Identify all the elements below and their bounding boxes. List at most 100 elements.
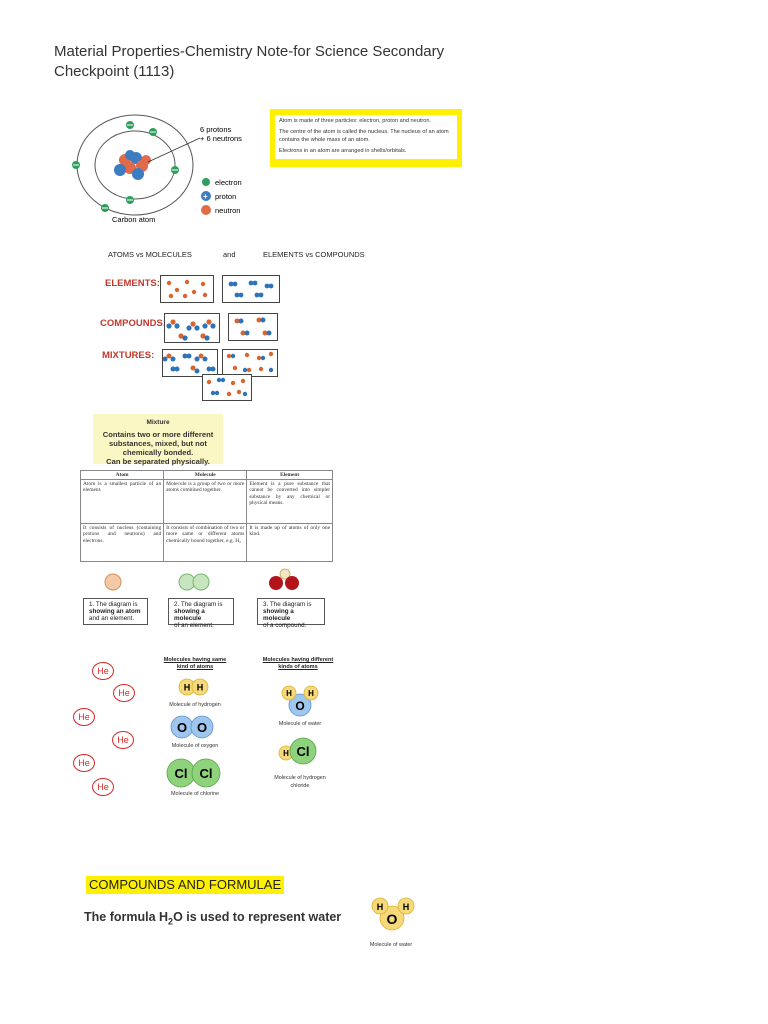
mixtures-box-1 — [162, 349, 218, 377]
mixture-line-4: Can be separated physically. — [106, 457, 210, 466]
atom-symbol: O — [177, 720, 187, 735]
legend-neutron: neutron — [215, 206, 240, 215]
compounds-formulae-heading: COMPOUNDS AND FORMULAE — [86, 876, 285, 894]
caption-line: of a compound. — [263, 622, 307, 629]
table-header: Molecule — [163, 470, 248, 480]
electrons — [72, 121, 179, 212]
atom-symbol: H — [184, 683, 191, 693]
atom-note-line-3: Electrons in an atom are arranged in she… — [279, 148, 407, 154]
different-atoms-heading: Molecules having different kinds of atom… — [262, 657, 334, 671]
mixture-line-1: Contains two or more different — [102, 430, 214, 439]
atom-note-line-1: Atom is made of three particles: electro… — [279, 118, 432, 124]
atom-symbol: Cl — [175, 766, 188, 781]
mixture-line-2: substances, mixed, but not — [109, 439, 207, 448]
label-compounds: COMPOUNDS: — [100, 318, 166, 329]
mixture-definition-box: Mixture Contains two or more different s… — [93, 414, 223, 466]
atom-symbol: H — [377, 902, 384, 912]
diagram-caption-2: 2. The diagram is showing a molecule of … — [168, 598, 234, 629]
compound-molecule-icon — [269, 568, 299, 590]
table-cell: Molecule is a group of two or more atoms… — [163, 479, 248, 524]
water-formula-text: The formula H2O is used to represent wat… — [84, 910, 341, 927]
table-cell: It consists of combination of two or mor… — [163, 523, 248, 562]
compounds-box-1 — [164, 313, 220, 343]
hcl-label: Molecule of hydrogen chloride — [264, 774, 336, 790]
water-molecule: O H H — [281, 685, 319, 717]
atom-symbol: O — [295, 699, 304, 713]
elements-box-red — [160, 275, 214, 303]
table-cell: Element is a pure substance that cannot … — [246, 479, 333, 524]
legend-neutron-icon — [201, 205, 211, 215]
table-cell: It is made up of atoms of only one kind. — [246, 523, 333, 562]
atom-symbol: O — [197, 720, 207, 735]
caption-line: showing an atom — [89, 608, 141, 615]
atom-symbol: Cl — [297, 744, 310, 759]
atom-note-box: Atom is made of three particles: electro… — [270, 109, 462, 167]
element-molecule-icon — [178, 573, 210, 591]
atom-molecule-element-table: Atom Molecule Element Atom is a smallest… — [79, 470, 333, 562]
formula-post: O is used to represent water — [173, 910, 342, 924]
diagram-caption-1: 1. The diagram is showing an atom and an… — [83, 598, 148, 625]
mixtures-box-2 — [222, 349, 278, 377]
label-mixtures: MIXTURES: — [102, 350, 155, 361]
atom-symbol: H — [283, 749, 289, 758]
proton-plus-symbol: + — [203, 192, 208, 201]
table-row: It consists of nucleus (containing proto… — [79, 523, 333, 562]
carbon-atom-diagram: 6 protons + 6 neutrons electron + proton… — [72, 114, 242, 224]
mixtures-box-3 — [202, 374, 252, 401]
helium-atom-icon: He — [113, 684, 135, 702]
subheading-elements-compounds: ELEMENTS vs COMPOUNDS — [263, 250, 365, 259]
elements-box-blue — [222, 275, 280, 303]
heading-line: kind of atoms — [176, 664, 214, 670]
same-atoms-heading: Molecules having same kind of atoms — [160, 657, 230, 671]
caption-line: of an element. — [174, 622, 214, 629]
heading-line: Molecules having different — [262, 657, 334, 663]
water-molecule-model: O H H — [371, 897, 415, 931]
title-line-1: Material Properties-Chemistry Note-for S… — [54, 43, 445, 60]
helium-atom-icon: He — [73, 708, 95, 726]
formula-pre: The formula H — [84, 910, 169, 924]
chlorine-label: Molecule of chlorine — [171, 791, 219, 797]
caption-line: 1. The diagram is — [89, 601, 138, 608]
heading-line: kinds of atoms — [278, 664, 318, 670]
caption-line: 3. The diagram is — [263, 601, 312, 608]
formula-subscript: 2 — [168, 916, 174, 927]
helium-atom-icon: He — [112, 731, 134, 749]
subheading-and: and — [223, 250, 236, 259]
hydrogen-chloride-molecule: H Cl — [278, 737, 317, 765]
atom-symbol: H — [197, 683, 204, 693]
legend-proton-icon — [201, 191, 211, 201]
atom-symbol: H — [286, 689, 292, 698]
table-cell: It consists of nucleus (containing proto… — [79, 523, 165, 562]
title-line-2: Checkpoint (1113) — [54, 63, 175, 80]
nucleus — [114, 150, 151, 180]
caption-line: showing a molecule — [174, 608, 205, 622]
table-row: Atom is a smallest particle of an elemen… — [79, 479, 333, 524]
table-header-row: Atom Molecule Element — [79, 470, 333, 480]
table-cell: Atom is a smallest particle of an elemen… — [79, 479, 165, 524]
table-header: Element — [246, 470, 333, 480]
compounds-box-2 — [228, 313, 278, 341]
caption-line: and an element. — [89, 615, 135, 622]
oxygen-molecule: O O — [170, 715, 214, 739]
atom-symbol: H — [308, 689, 314, 698]
caption-line: 2. The diagram is — [174, 601, 223, 608]
label-neutrons: + 6 neutrons — [200, 134, 242, 143]
formula-water-label: Molecule of water — [369, 942, 413, 948]
mixture-heading: Mixture — [146, 419, 170, 426]
heading-line: Molecules having same — [163, 657, 227, 663]
mixture-line-3: chemically bonded. — [122, 448, 194, 457]
atom-symbol: O — [387, 911, 398, 927]
helium-atom-icon: He — [73, 754, 95, 772]
chlorine-molecule: Cl Cl — [166, 758, 221, 788]
hydrogen-molecule: H H — [178, 678, 209, 696]
atom-symbol: Cl — [200, 766, 213, 781]
legend-electron: electron — [215, 178, 242, 187]
particle-diagrams — [104, 568, 299, 591]
atom-caption: Carbon atom — [112, 215, 155, 224]
helium-atom-icon: He — [92, 662, 114, 680]
subheading-atoms-molecules: ATOMS vs MOLECULES — [108, 250, 192, 259]
hcl-label-line: chloride — [290, 783, 310, 789]
caption-line: showing a molecule — [263, 608, 294, 622]
molecule-models: H H O O Cl Cl O H H H Cl — [166, 678, 319, 788]
diagram-caption-3: 3. The diagram is showing a molecule of … — [257, 598, 325, 629]
